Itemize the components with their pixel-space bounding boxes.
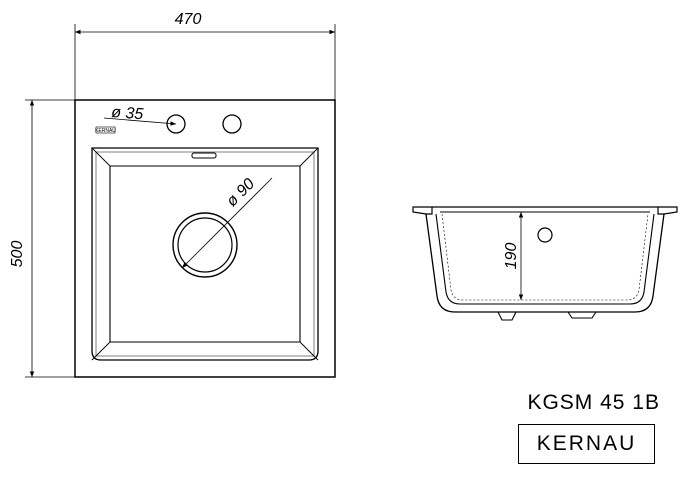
tap-hole-left bbox=[166, 114, 186, 134]
overflow-hole bbox=[537, 227, 553, 243]
bowl-section-inner bbox=[435, 213, 655, 305]
bowl-corner-tl bbox=[91, 147, 111, 167]
drain-label: ø 90 bbox=[223, 175, 258, 210]
brand-logo-box: KERNAU bbox=[518, 424, 655, 464]
bowl-inner bbox=[109, 165, 301, 343]
tap-hole-label: ø 35 bbox=[111, 104, 144, 123]
bowl-corner-bl bbox=[91, 341, 111, 361]
depth-label: 190 bbox=[503, 243, 520, 270]
brand-name: KERNAU bbox=[536, 432, 637, 455]
drain-inner bbox=[177, 217, 233, 273]
logo-plate-text: KERNAU bbox=[95, 128, 116, 134]
flange-right bbox=[657, 206, 678, 215]
tap-hole-right bbox=[222, 114, 242, 134]
logo-plate bbox=[95, 126, 116, 134]
overflow-slot bbox=[191, 152, 217, 159]
bowl-inner-shade bbox=[95, 151, 315, 357]
bowl-corner-br bbox=[299, 341, 319, 361]
sink-outline bbox=[74, 99, 336, 378]
bowl-outer bbox=[91, 147, 319, 361]
bowl-section-outer bbox=[425, 213, 665, 313]
bowl-corner-tr bbox=[299, 147, 319, 167]
model-label: KGSM 45 1B bbox=[527, 391, 660, 414]
flange-left bbox=[412, 206, 433, 215]
drain-outlet bbox=[497, 311, 517, 321]
tap-hole-leader bbox=[103, 117, 177, 126]
width-label: 470 bbox=[175, 11, 202, 28]
bowl-section-innermost bbox=[441, 213, 649, 301]
top-view bbox=[25, 24, 336, 378]
height-label: 500 bbox=[9, 241, 26, 268]
drain-dimension-line bbox=[181, 177, 273, 269]
bottom-rib bbox=[567, 311, 597, 319]
side-view bbox=[412, 206, 678, 321]
drain-outer bbox=[172, 212, 238, 278]
